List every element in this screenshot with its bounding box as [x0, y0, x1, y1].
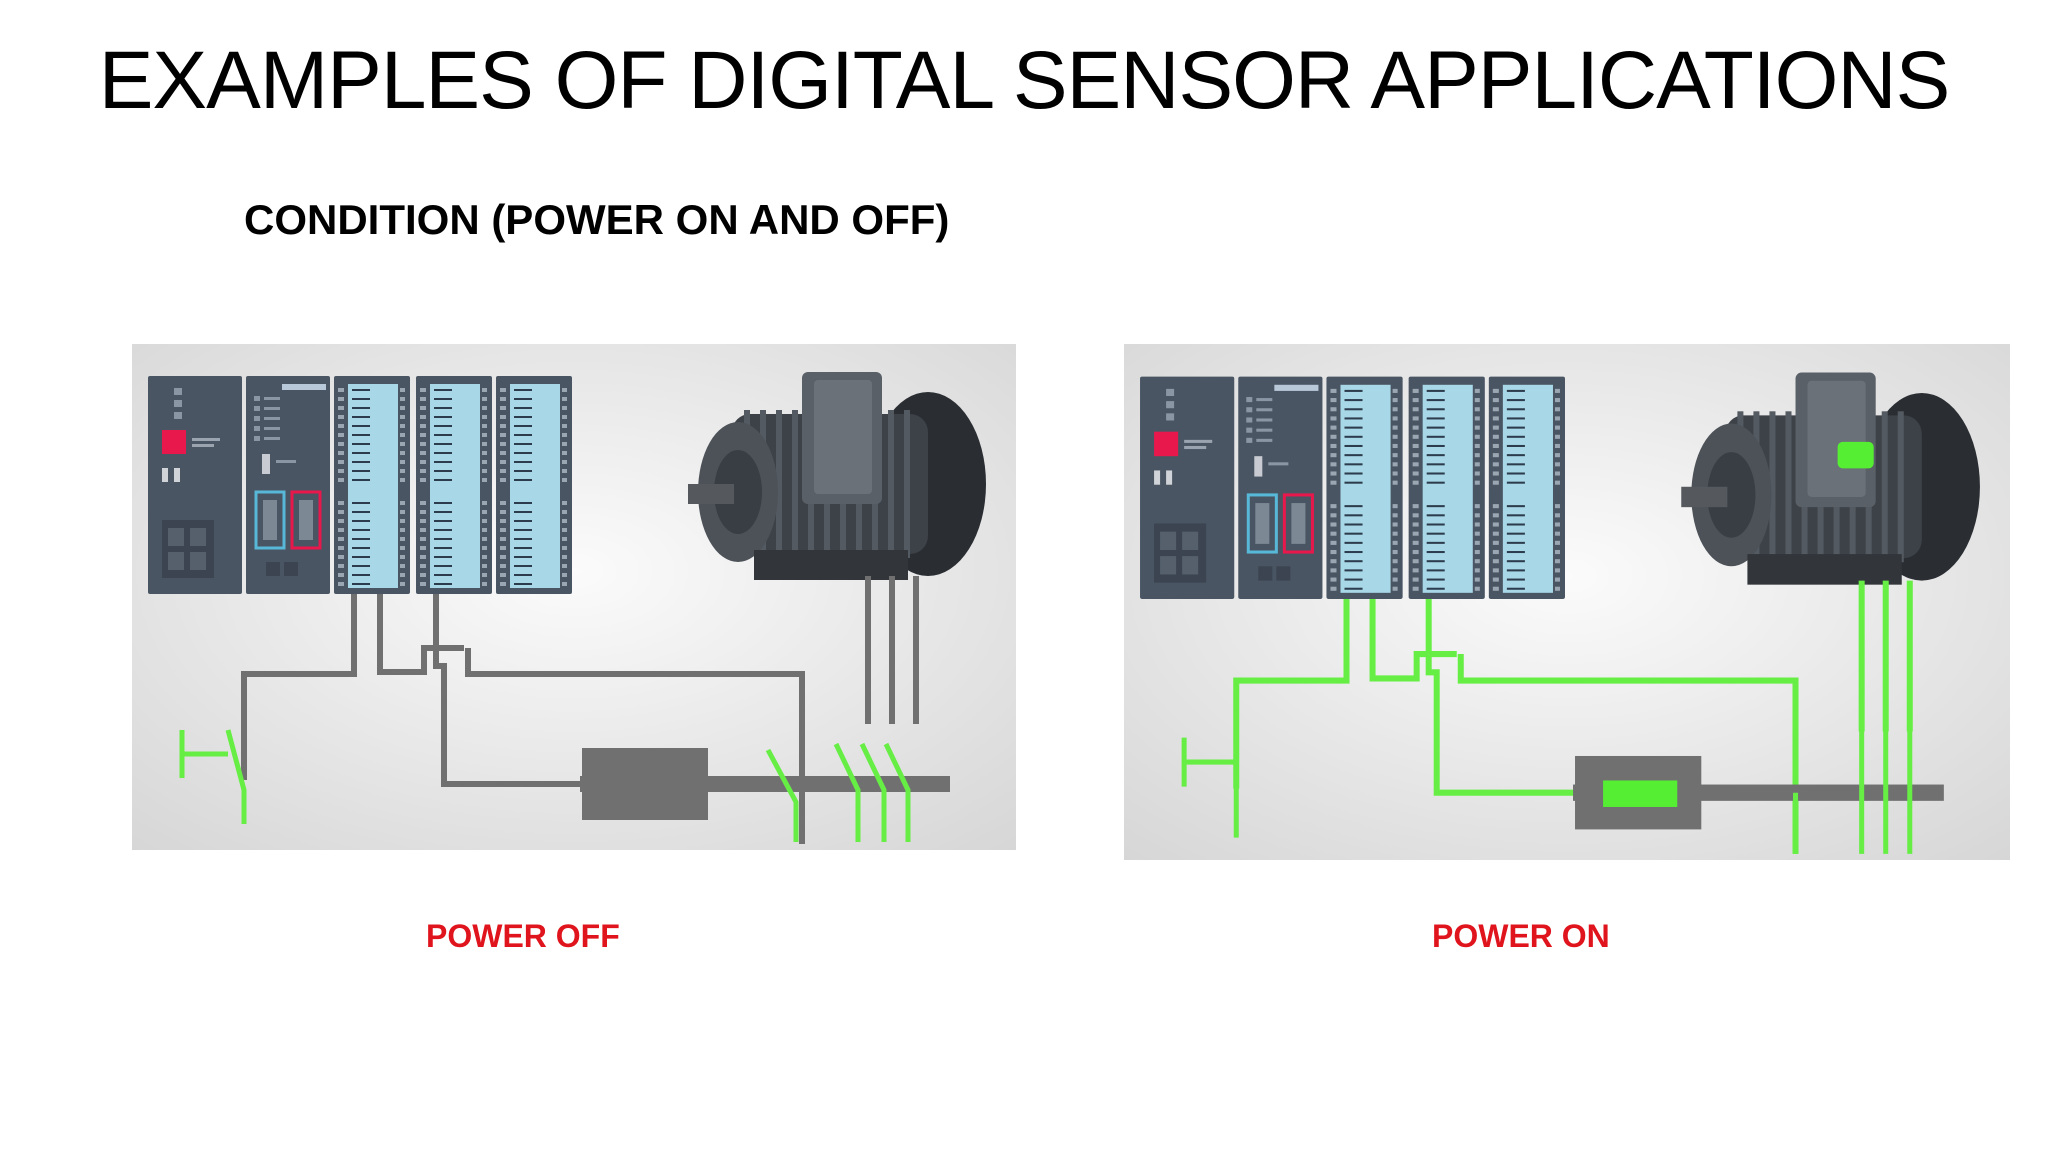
motor-feet	[754, 550, 908, 580]
diagram-svg	[132, 344, 1016, 850]
plc-rack	[148, 376, 572, 594]
diagram-svg	[1124, 344, 2010, 860]
wiring	[1233, 580, 1944, 854]
slide-title: EXAMPLES OF DIGITAL SENSOR APPLICATIONS	[98, 35, 1951, 126]
electric-motor	[1681, 372, 1980, 585]
power-off-diagram	[132, 344, 1016, 850]
power-switch-icon	[1154, 431, 1179, 457]
slide-subtitle: CONDITION (POWER ON AND OFF)	[244, 196, 950, 243]
motor-feet	[1747, 554, 1902, 585]
electric-motor	[688, 372, 986, 580]
switches	[179, 729, 911, 842]
output-wire-2	[465, 648, 805, 844]
start-button-wire	[1233, 598, 1350, 789]
mpi-port-icon	[1282, 493, 1314, 554]
wiring	[241, 576, 950, 844]
motor-shaft-icon	[688, 484, 734, 504]
power-on-caption: POWER ON	[1432, 918, 1610, 954]
brand-label	[1274, 384, 1319, 391]
mode-switch-icon	[1254, 456, 1263, 477]
contactor-coil-wire	[433, 594, 580, 787]
power-switch-icon	[162, 430, 186, 454]
contactor-pole-3	[883, 742, 911, 842]
power-on-diagram	[1124, 344, 2010, 860]
power-off-caption: POWER OFF	[426, 918, 620, 954]
profibus-port-icon	[254, 490, 286, 550]
output-wire-2	[1457, 654, 1799, 854]
contactor-pole-2	[859, 742, 887, 842]
switches	[1181, 731, 1913, 854]
profibus-port-icon	[1246, 493, 1278, 554]
contactor-pole-1	[833, 742, 861, 842]
start-button-wire	[241, 594, 357, 780]
motor-running-indicator	[1837, 441, 1874, 469]
brand-label	[282, 384, 326, 390]
motor-shaft-icon	[1681, 486, 1728, 508]
mpi-port-icon	[290, 490, 322, 550]
switch-contact-1	[225, 729, 247, 824]
contactor-active-indicator	[1603, 780, 1678, 807]
plc-rack	[1140, 376, 1565, 599]
switch-contact-2	[765, 748, 799, 842]
contactor-coil-wire	[1425, 598, 1574, 796]
contactor-box	[582, 748, 708, 820]
mode-switch-icon	[262, 454, 270, 474]
